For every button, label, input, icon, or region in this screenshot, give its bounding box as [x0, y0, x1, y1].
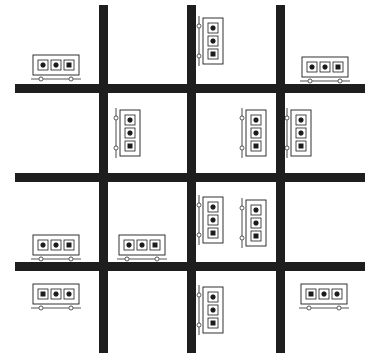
- slot-square-mark: [153, 243, 158, 248]
- connector-nub: [197, 24, 201, 28]
- slot-dot-icon: [210, 217, 215, 222]
- slot-dot-icon: [40, 242, 45, 247]
- track-piece-p8[interactable]: [240, 198, 266, 248]
- connector-nub: [155, 257, 159, 261]
- slot-square-mark: [336, 65, 341, 70]
- track-piece-p3[interactable]: [300, 57, 350, 83]
- slot-square-mark: [254, 234, 259, 239]
- slot-square-mark: [67, 243, 72, 248]
- slot-dot-icon: [66, 291, 71, 296]
- slot-dot-icon: [210, 25, 215, 30]
- slot-dot-icon: [210, 307, 215, 312]
- connector-nub: [197, 203, 201, 207]
- slot-square-mark: [67, 63, 72, 68]
- slot-dot-icon: [53, 291, 58, 296]
- track-piece-p2[interactable]: [31, 55, 81, 81]
- slot-square-mark: [211, 231, 216, 236]
- slot-square-mark: [211, 52, 216, 57]
- slot-dot-icon: [298, 117, 303, 122]
- connector-nub: [197, 323, 201, 327]
- connector-nub: [285, 146, 289, 150]
- horizontal-road-top: [15, 84, 365, 93]
- connector-nub: [197, 293, 201, 297]
- slot-dot-icon: [210, 294, 215, 299]
- slot-square-mark: [211, 321, 216, 326]
- track-piece-p10[interactable]: [117, 235, 167, 261]
- slot-dot-icon: [298, 130, 303, 135]
- track-piece-p13[interactable]: [197, 285, 223, 335]
- slot-dot-icon: [322, 64, 327, 69]
- slot-dot-icon: [253, 130, 258, 135]
- connector-nub: [337, 306, 341, 310]
- connector-nub: [285, 116, 289, 120]
- connector-nub: [307, 306, 311, 310]
- track-piece-p4[interactable]: [114, 108, 140, 158]
- slot-dot-icon: [40, 62, 45, 67]
- connector-nub: [125, 257, 129, 261]
- connector-nub: [114, 146, 118, 150]
- track-piece-p11[interactable]: [31, 284, 81, 310]
- connector-nub: [240, 236, 244, 240]
- track-piece-p1[interactable]: [197, 16, 223, 66]
- slot-square-mark: [128, 144, 133, 149]
- connector-nub: [240, 206, 244, 210]
- connector-nub: [69, 257, 73, 261]
- connector-nub: [308, 79, 312, 83]
- connector-nub: [338, 79, 342, 83]
- slot-square-mark: [41, 292, 46, 297]
- connector-nub: [197, 233, 201, 237]
- slot-dot-icon: [253, 220, 258, 225]
- track-piece-p6[interactable]: [285, 108, 311, 158]
- slot-square-mark: [254, 144, 259, 149]
- connector-nub: [39, 257, 43, 261]
- track-piece-p5[interactable]: [240, 108, 266, 158]
- slot-square-mark: [309, 292, 314, 297]
- horizontal-road-middle: [15, 173, 365, 182]
- slot-dot-icon: [126, 242, 131, 247]
- track-piece-p12[interactable]: [299, 284, 349, 310]
- slot-dot-icon: [253, 117, 258, 122]
- connector-nub: [39, 306, 43, 310]
- connector-nub: [69, 306, 73, 310]
- slot-dot-icon: [321, 291, 326, 296]
- slot-dot-icon: [53, 62, 58, 67]
- slot-dot-icon: [139, 242, 144, 247]
- slot-dot-icon: [53, 242, 58, 247]
- slot-dot-icon: [334, 291, 339, 296]
- connector-nub: [240, 116, 244, 120]
- slot-dot-icon: [127, 130, 132, 135]
- connector-nub: [197, 54, 201, 58]
- track-piece-p9[interactable]: [31, 235, 81, 261]
- track-piece-p7[interactable]: [197, 195, 223, 245]
- slot-square-mark: [299, 144, 304, 149]
- slot-dot-icon: [309, 64, 314, 69]
- connector-nub: [240, 146, 244, 150]
- slot-dot-icon: [253, 207, 258, 212]
- slot-dot-icon: [210, 204, 215, 209]
- horizontal-road-bottom: [15, 262, 365, 271]
- slot-dot-icon: [127, 117, 132, 122]
- connector-nub: [114, 116, 118, 120]
- connector-nub: [69, 77, 73, 81]
- slot-dot-icon: [210, 38, 215, 43]
- connector-nub: [39, 77, 43, 81]
